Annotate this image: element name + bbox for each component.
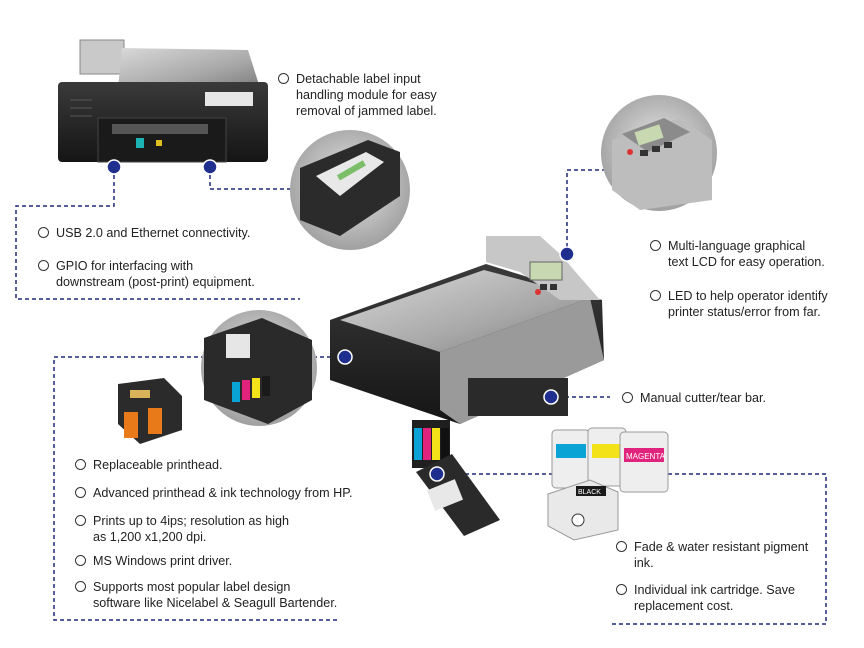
bullet-icon (616, 584, 627, 595)
feature-cutter: Manual cutter/tear bar. (622, 390, 766, 406)
feature-led: LED to help operator identify printer st… (650, 288, 828, 320)
feature-cartridge: Individual ink cartridge. Save replaceme… (616, 582, 795, 614)
bullet-icon (650, 240, 661, 251)
bullet-icon (75, 555, 86, 566)
black-label: BLACK (578, 489, 601, 496)
printhead-image (118, 378, 182, 444)
leader-lines (15, 168, 827, 625)
bullet-icon (38, 227, 49, 238)
printer-main-image (330, 236, 604, 536)
feature-driver: MS Windows print driver. (75, 553, 232, 569)
magenta-label: MAGENTA (626, 452, 666, 461)
bullet-icon (622, 392, 633, 403)
bullet-icon (38, 260, 49, 271)
ink-cartridges-image: MAGENTA BLACK (547, 427, 669, 541)
lcd-panel-closeup-image (601, 95, 717, 211)
callout-dots (106, 159, 575, 482)
bullet-icon (278, 73, 289, 84)
feature-usb: USB 2.0 and Ethernet connectivity. (38, 225, 250, 241)
feature-gpio: GPIO for interfacing with downstream (po… (38, 258, 255, 290)
bullet-icon (616, 541, 627, 552)
feature-speed: Prints up to 4ips; resolution as high as… (75, 513, 289, 545)
bullet-icon (75, 459, 86, 470)
feature-lcd: Multi-language graphical text LCD for ea… (650, 238, 825, 270)
feature-pigment: Fade & water resistant pigment ink. (616, 539, 808, 571)
bullet-icon (75, 581, 86, 592)
feature-software: Supports most popular label design softw… (75, 579, 337, 611)
bullet-icon (75, 515, 86, 526)
feature-hp-tech: Advanced printhead & ink technology from… (75, 485, 353, 501)
bullet-icon (75, 487, 86, 498)
printhead-closeup-image (201, 310, 317, 426)
feature-printhead: Replaceable printhead. (75, 457, 223, 473)
bullet-icon (650, 290, 661, 301)
label-module-closeup-image (290, 130, 410, 250)
feature-label-module: Detachable label input handling module f… (278, 71, 437, 119)
printer-rear-image (58, 39, 268, 163)
